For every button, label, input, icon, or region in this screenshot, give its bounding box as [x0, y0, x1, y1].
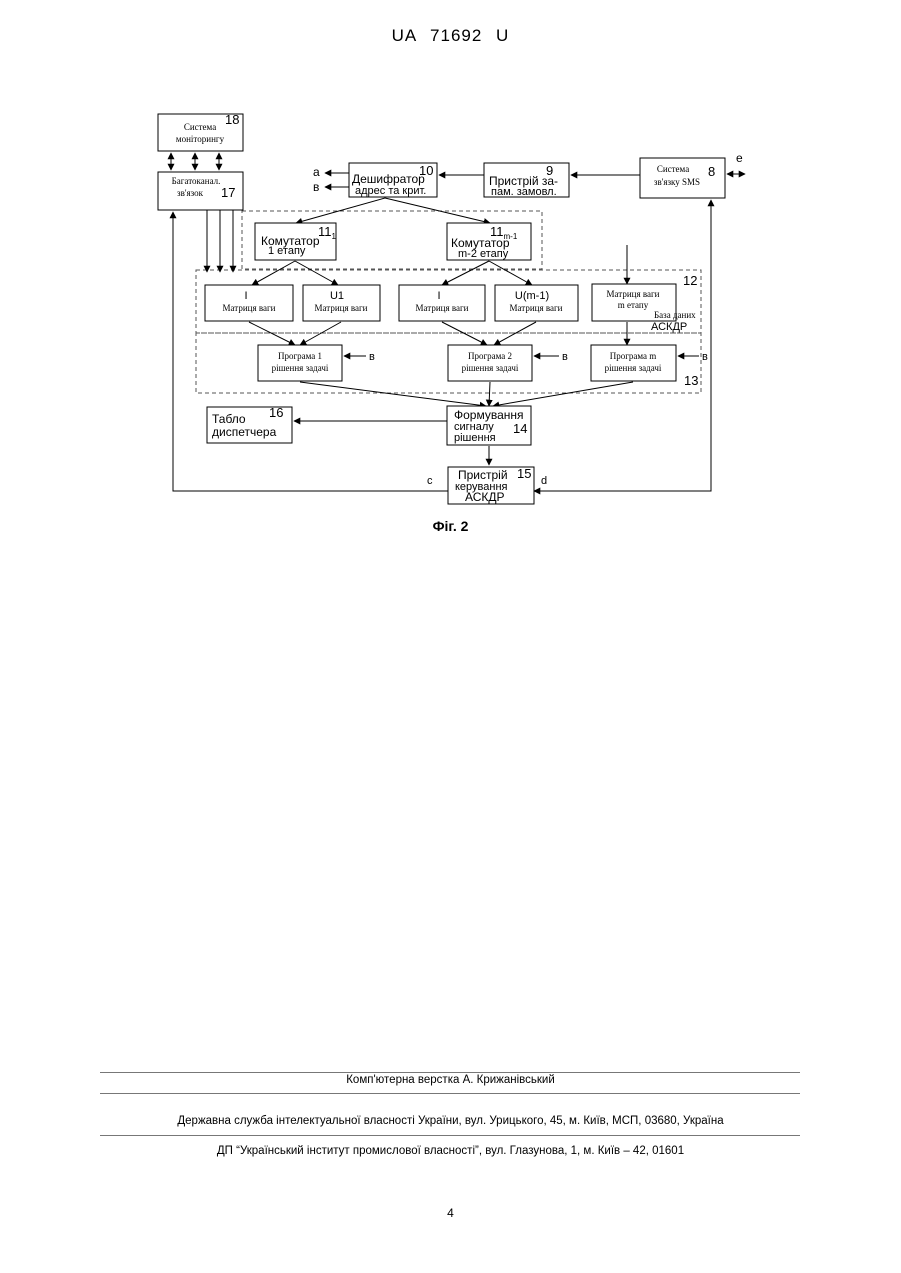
svg-text:m етапу: m етапу: [618, 300, 649, 310]
figure-caption: Фіг. 2: [0, 518, 901, 534]
db-label-1: База даних: [654, 310, 696, 320]
footer-rule-bottom: [100, 1135, 800, 1136]
svg-text:рішення: рішення: [454, 432, 496, 444]
svg-text:зв'язок: зв'язок: [177, 188, 204, 198]
footer-rule-top: [100, 1072, 800, 1073]
svg-text:Матриця ваги: Матриця ваги: [315, 303, 368, 313]
weight-matrix-3: I Матриця ваги: [399, 285, 485, 321]
svg-text:Програма 1: Програма 1: [278, 351, 322, 361]
monitoring-system-block: Система моніторингу 18: [158, 112, 243, 151]
footer-institute: ДП “Український інститут промислової вла…: [0, 1145, 901, 1157]
program1-v-input: в: [369, 351, 375, 363]
svg-text:Матриця ваги: Матриця ваги: [223, 303, 276, 313]
svg-text:10: 10: [419, 163, 433, 178]
svg-text:Пристрій: Пристрій: [458, 468, 508, 482]
programm-v-input: в: [702, 351, 708, 363]
svg-text:14: 14: [513, 421, 527, 436]
signal-c-label: c: [427, 475, 433, 487]
program2-v-input: в: [562, 351, 568, 363]
program-2-block: Програма 2 рішення задачі: [448, 345, 532, 381]
svg-text:рішення задачі: рішення задачі: [605, 363, 662, 373]
svg-text:Табло: Табло: [212, 412, 246, 426]
svg-text:18: 18: [225, 112, 239, 127]
sms-system-block: Система зв'язку SMS 8: [640, 158, 725, 198]
svg-text:Матриця ваги: Матриця ваги: [416, 303, 469, 313]
svg-text:1 етапу: 1 етапу: [268, 245, 306, 257]
svg-text:Дешифратор: Дешифратор: [352, 172, 425, 186]
signal-v-label: в: [313, 180, 319, 194]
svg-text:моніторингу: моніторингу: [176, 134, 225, 144]
svg-text:АСКДР: АСКДР: [465, 490, 505, 504]
multichannel-link-block: Багатоканал. зв'язок 17: [158, 172, 243, 210]
commutator-stage-m2-block: Комутатор m-2 етапу 11m-1: [447, 223, 531, 260]
db-number: 12: [683, 273, 697, 288]
decoder-block: Дешифратор адрес та крит. 10: [349, 163, 437, 197]
order-memory-block: Пристрій за- пам. замовл. 9: [484, 163, 569, 198]
svg-text:Матриця ваги: Матриця ваги: [510, 303, 563, 313]
svg-text:17: 17: [221, 185, 235, 200]
programs-number: 13: [684, 373, 698, 388]
dispatcher-board-block: Табло диспетчера 16: [207, 405, 292, 443]
svg-text:рішення задачі: рішення задачі: [462, 363, 519, 373]
svg-text:m-2 етапу: m-2 етапу: [458, 248, 509, 260]
program-1-block: Програма 1 рішення задачі: [258, 345, 342, 381]
svg-text:I: I: [244, 290, 247, 302]
weight-matrix-um1: U(m-1) Матриця ваги: [495, 285, 578, 321]
svg-text:Програма 2: Програма 2: [468, 351, 512, 361]
svg-text:Система: Система: [184, 122, 216, 132]
svg-text:рішення задачі: рішення задачі: [272, 363, 329, 373]
svg-text:9: 9: [546, 163, 553, 178]
svg-text:Програма m: Програма m: [610, 351, 657, 361]
weight-matrix-1: I Матриця ваги: [205, 285, 293, 321]
control-device-block: Пристрій керування АСКДР 15: [448, 466, 534, 504]
commutator-stage1-block: Комутатор 1 етапу 111: [255, 223, 337, 260]
svg-text:диспетчера: диспетчера: [212, 425, 277, 439]
weight-matrix-u1: U1 Матриця ваги: [303, 285, 380, 321]
decision-signal-block: Формування сигналу рішення 14: [447, 406, 531, 445]
svg-text:Багатоканал.: Багатоканал.: [172, 176, 221, 186]
block-diagram: Система моніторингу 18 Багатоканал. зв'я…: [0, 0, 901, 560]
svg-text:пам. замовл.: пам. замовл.: [491, 186, 557, 198]
svg-text:Формування: Формування: [454, 408, 524, 422]
db-label-2: АСКДР: [651, 321, 687, 333]
footer-rule-mid: [100, 1093, 800, 1094]
svg-text:Система: Система: [657, 164, 689, 174]
svg-text:U1: U1: [330, 290, 344, 302]
svg-text:16: 16: [269, 405, 283, 420]
svg-text:зв'язку SMS: зв'язку SMS: [654, 177, 700, 187]
signal-d-label: d: [541, 475, 547, 487]
svg-text:адрес та крит.: адрес та крит.: [355, 185, 426, 197]
svg-text:8: 8: [708, 164, 715, 179]
signal-e-label: e: [736, 151, 743, 165]
footer-agency: Державна служба інтелектуальної власност…: [0, 1115, 901, 1127]
page-number: 4: [0, 1206, 901, 1220]
program-m-block: Програма m рішення задачі: [591, 345, 676, 381]
svg-text:15: 15: [517, 466, 531, 481]
svg-text:I: I: [437, 290, 440, 302]
signal-a-label: a: [313, 165, 320, 179]
svg-text:Матриця ваги: Матриця ваги: [607, 289, 660, 299]
footer-layout-credit: Комп'ютерна верстка А. Крижанівський: [0, 1074, 901, 1086]
svg-text:U(m-1): U(m-1): [515, 290, 549, 302]
